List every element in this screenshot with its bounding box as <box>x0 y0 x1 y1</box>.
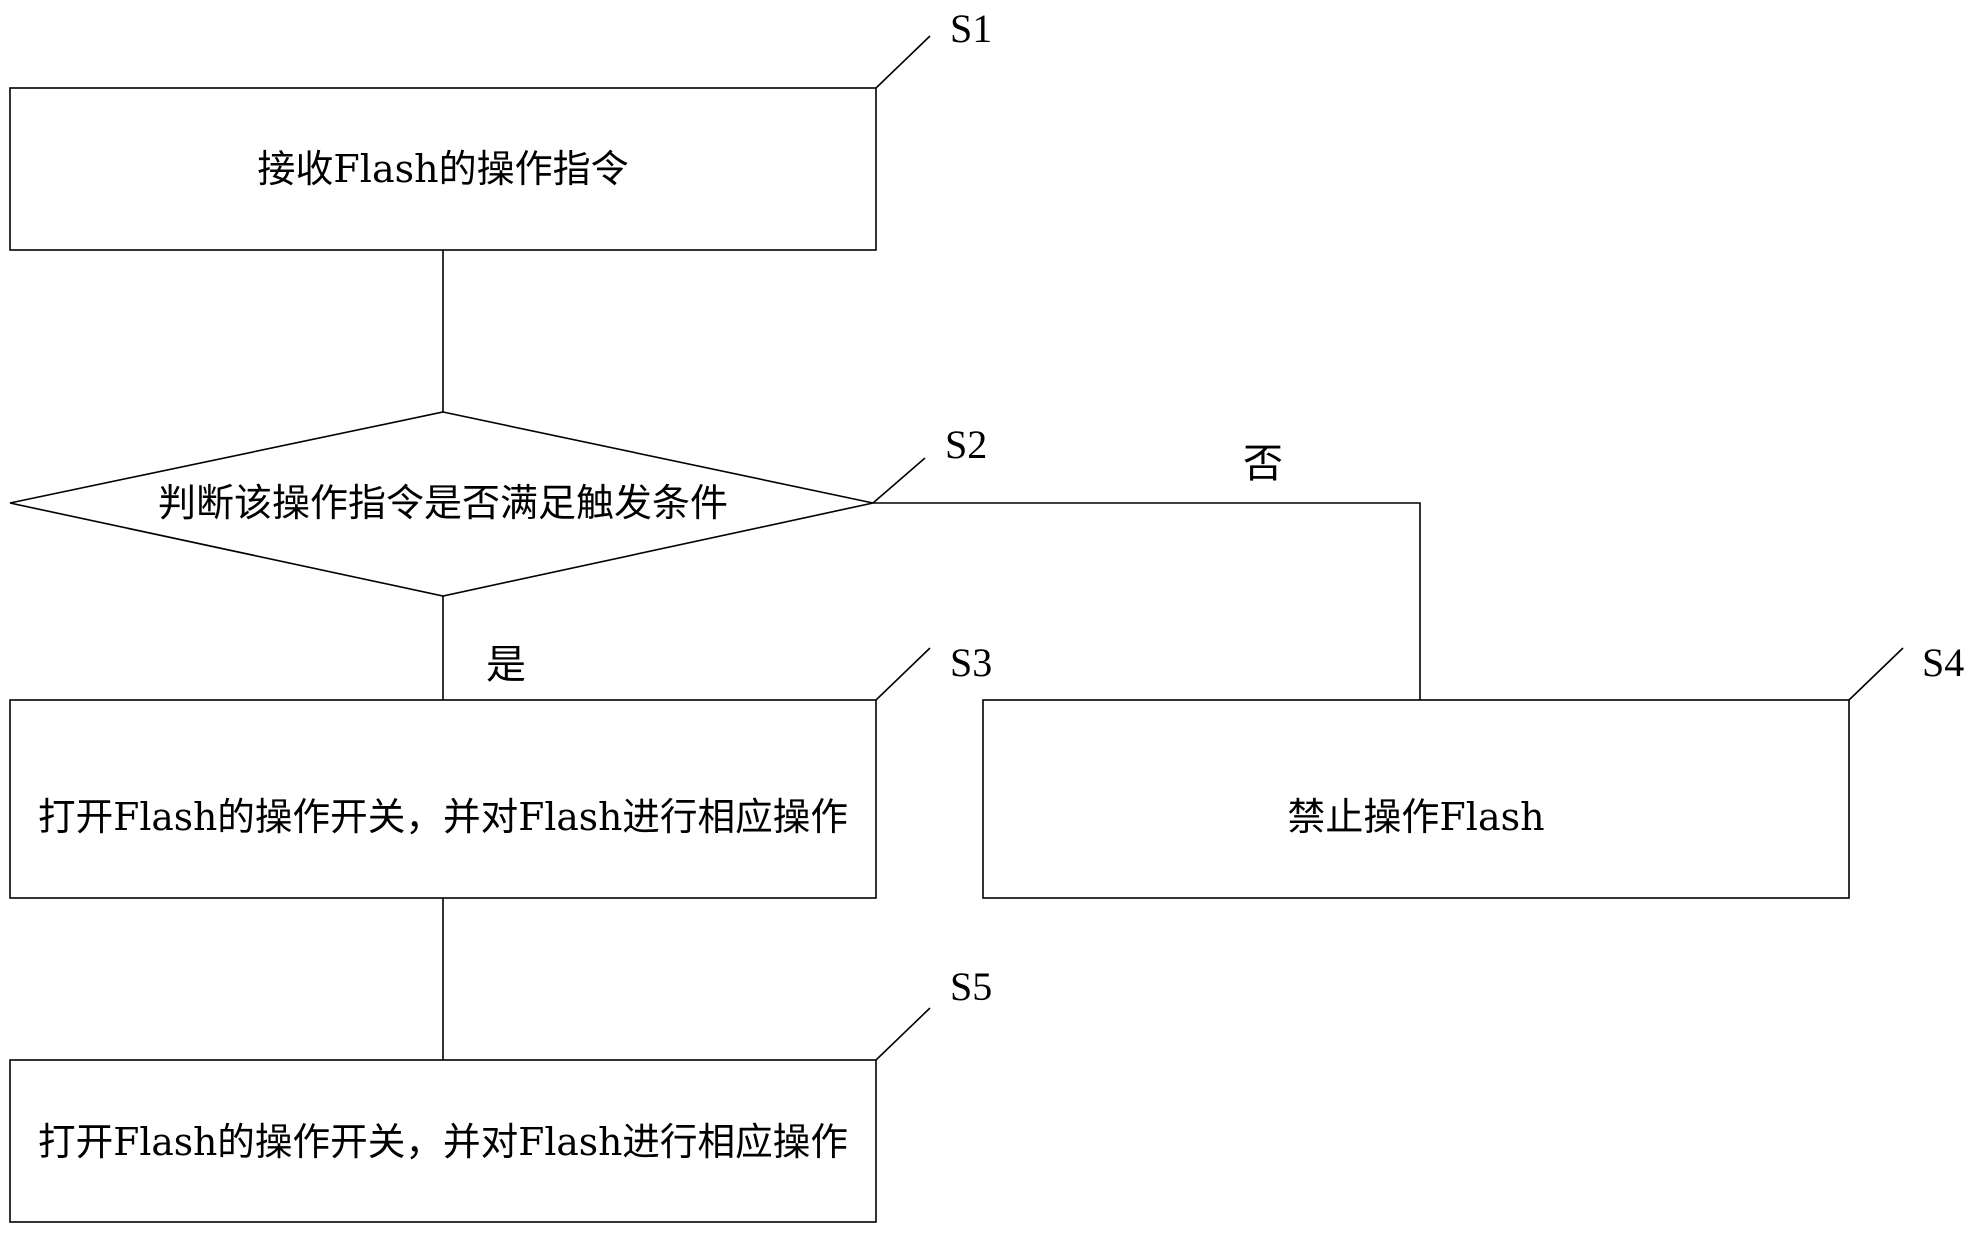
step-s4-leader <box>1849 648 1903 700</box>
step-s5-text: 打开Flash的操作开关，并对Flash进行相应操作 <box>38 1120 848 1164</box>
step-s5-label: S5 <box>950 964 992 1009</box>
step-s4: 禁止操作Flash S4 <box>983 640 1964 898</box>
branch-no-label: 否 <box>1243 441 1283 487</box>
connectors <box>443 250 1420 1060</box>
step-s5: 打开Flash的操作开关，并对Flash进行相应操作 S5 <box>10 964 992 1222</box>
step-s3-leader <box>876 648 930 700</box>
step-s1-text: 接收Flash的操作指令 <box>257 147 628 191</box>
step-s4-label: S4 <box>1922 640 1964 685</box>
step-s2-text: 判断该操作指令是否满足触发条件 <box>158 481 728 525</box>
step-s1: 接收Flash的操作指令 S1 <box>10 6 992 250</box>
step-s4-text: 禁止操作Flash <box>1287 795 1544 839</box>
branch-yes-label: 是 <box>486 642 526 688</box>
step-s1-leader <box>876 36 930 88</box>
step-s2-label: S2 <box>945 422 987 467</box>
step-s5-leader <box>876 1008 930 1060</box>
step-s2-leader <box>873 458 925 503</box>
step-s2: 判断该操作指令是否满足触发条件 S2 <box>10 412 987 596</box>
step-s3-text: 打开Flash的操作开关，并对Flash进行相应操作 <box>38 795 848 839</box>
step-s3-label: S3 <box>950 640 992 685</box>
step-s1-label: S1 <box>950 6 992 51</box>
